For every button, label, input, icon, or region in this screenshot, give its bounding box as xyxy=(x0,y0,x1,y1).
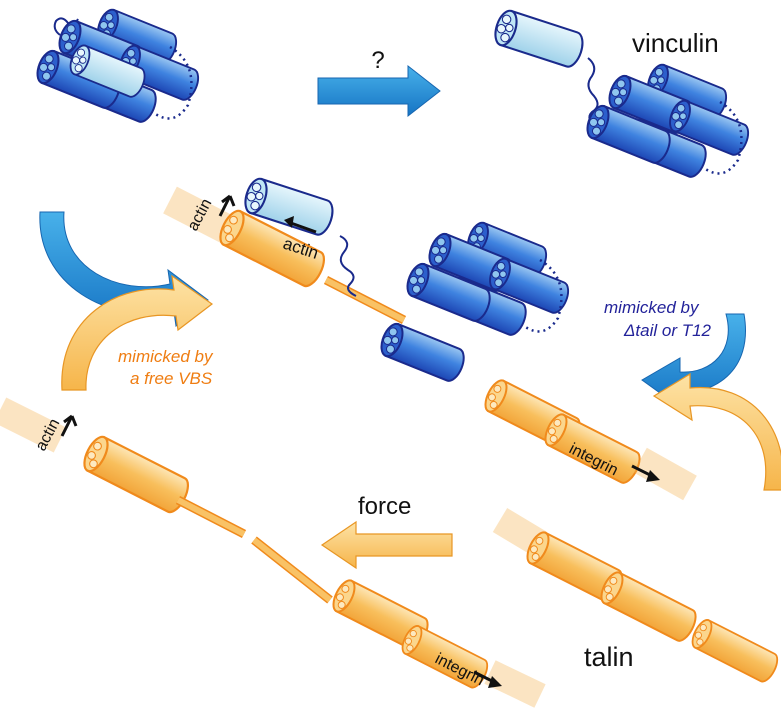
curved-arrow-orange-right xyxy=(652,372,781,491)
vinculin-open xyxy=(490,7,752,180)
actin-arrow-middle xyxy=(218,194,236,217)
force-label: force xyxy=(358,493,411,520)
talin-rod-compact xyxy=(492,507,781,686)
mimicked-tail-line1: mimicked by xyxy=(604,298,700,317)
mimicked-vbs-line2: a free VBS xyxy=(130,369,213,388)
mimicked-tail-line2: Δtail or T12 xyxy=(623,321,712,340)
talin-rod-stretched xyxy=(0,397,546,708)
talin-rod-middle xyxy=(163,186,697,501)
curved-arrow-orange-left xyxy=(61,274,214,391)
vinculin-closed-bundle xyxy=(33,7,202,125)
force-arrow xyxy=(320,520,453,570)
vinculin-label: vinculin xyxy=(632,28,719,58)
question-label: ? xyxy=(371,47,384,74)
mimicked-vbs-line1: mimicked by xyxy=(118,347,214,366)
talin-label: talin xyxy=(584,642,634,672)
curved-arrow-blue-right xyxy=(641,313,746,408)
actin-arrow-bottom xyxy=(60,414,78,437)
activation-arrow xyxy=(317,64,441,118)
